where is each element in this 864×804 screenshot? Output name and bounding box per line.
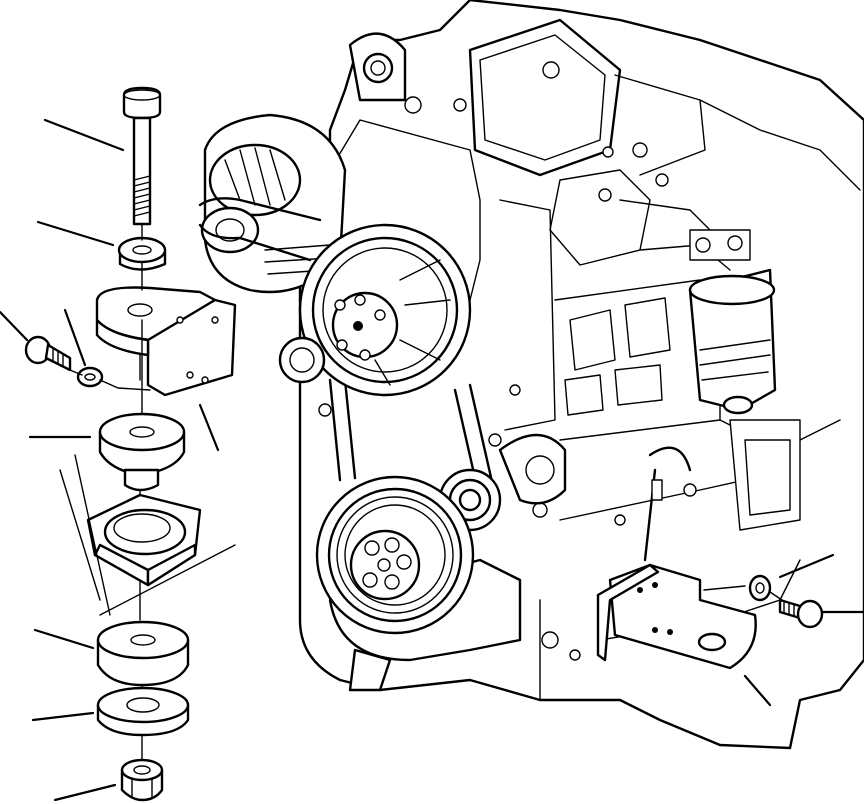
nut: [120, 758, 164, 802]
leader-front-bracket: [198, 403, 220, 452]
fan-pulley-icon: [298, 223, 472, 397]
leader-long-bolt: [43, 118, 125, 152]
leader-nut: [53, 783, 117, 802]
frame-mount-pad: [59, 454, 236, 616]
leader-bracket-bolt: [0, 310, 29, 342]
long-bolt: [122, 86, 162, 226]
leader-lock-washer: [63, 308, 87, 367]
leader-rear-bracket: [743, 674, 772, 707]
rear-bracket-washer: [748, 574, 772, 602]
crankshaft-pulley-icon: [315, 475, 522, 692]
rear-bracket-bolt: [778, 598, 824, 629]
bolt-axis-line: [69, 369, 151, 391]
rear-mount-bracket: [596, 563, 757, 670]
leader-upper-washer: [36, 220, 115, 247]
front-mount-bracket: [95, 286, 237, 397]
bracket-lock-washer: [76, 366, 104, 388]
upper-rubber-isolator: [98, 412, 186, 492]
fuel-filter-icon: [688, 229, 777, 415]
leader-lower-isolator: [33, 628, 95, 650]
drive-belt: [198, 197, 497, 502]
leader-lower-washer: [31, 711, 95, 722]
leader-rear-washer: [778, 553, 835, 579]
bracket-bolt: [24, 335, 72, 372]
rear-axis-line: [703, 585, 783, 601]
tensioner-pulley: [278, 336, 326, 384]
lower-washer: [96, 686, 190, 737]
callout-leaders: [0, 118, 864, 802]
alternator-icon: [200, 113, 347, 294]
lower-rubber-isolator: [96, 620, 190, 687]
